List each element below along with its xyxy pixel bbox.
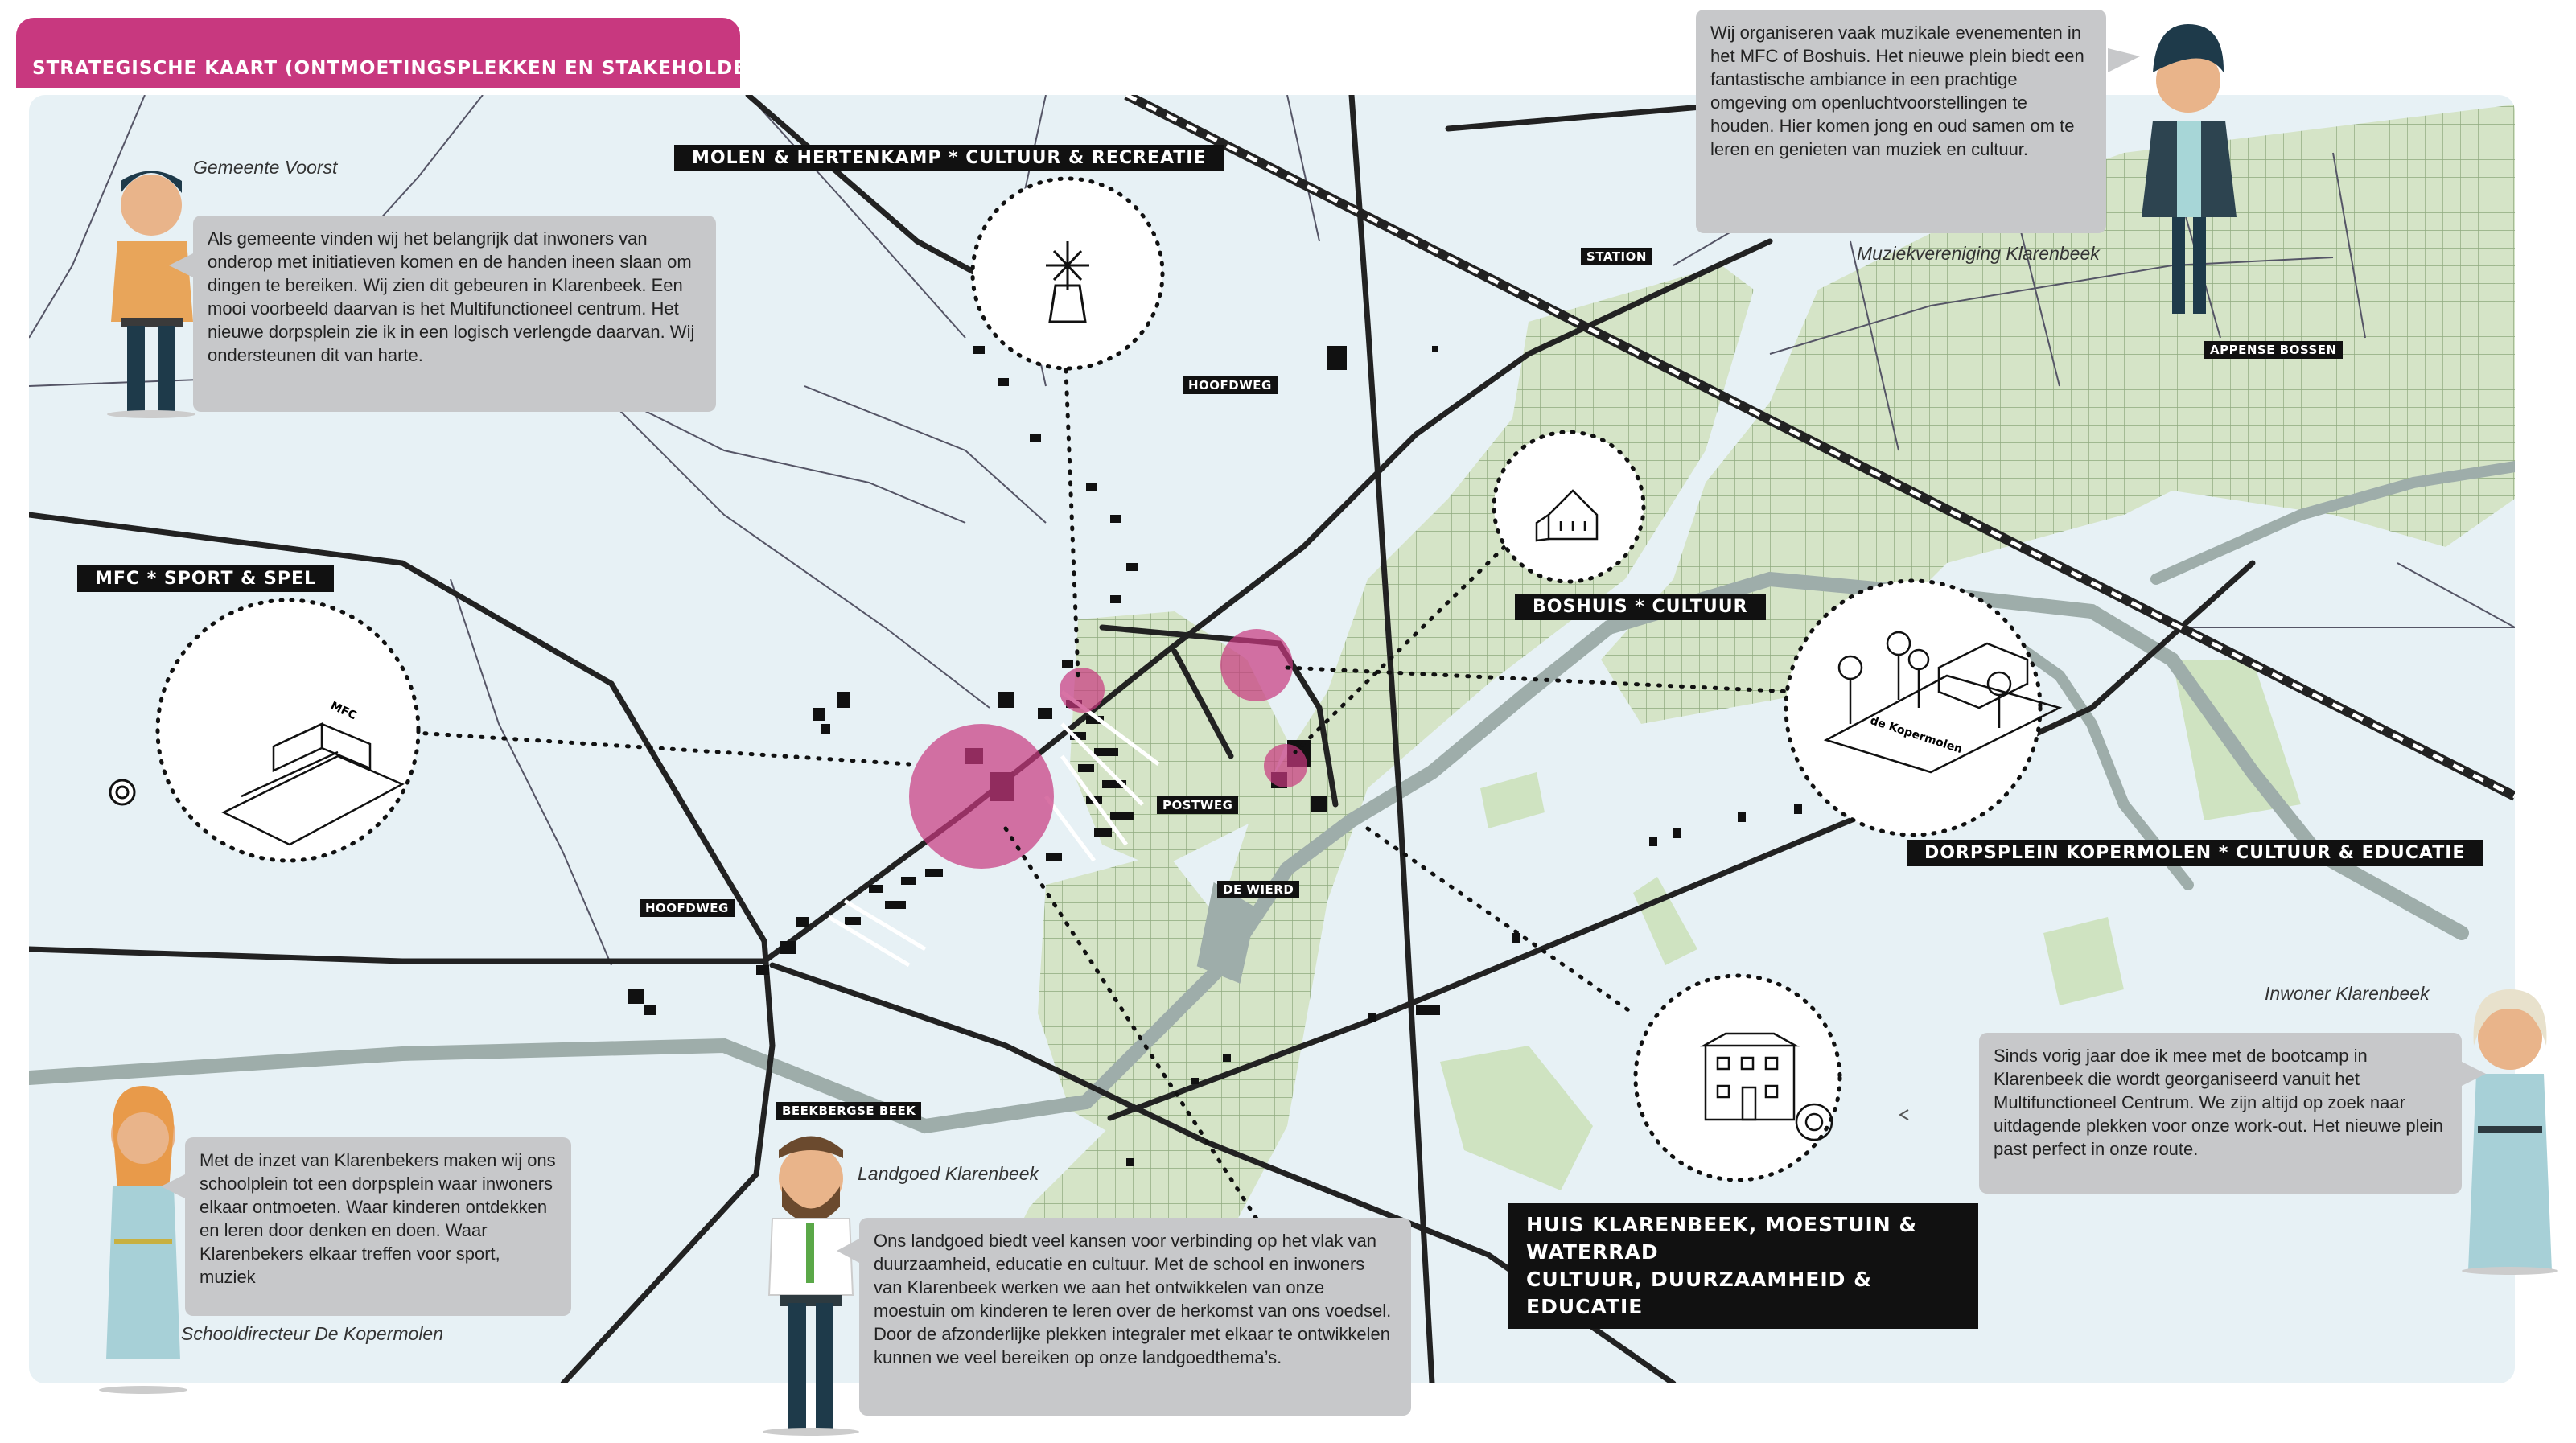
waterwheel-icon — [109, 779, 136, 806]
label-mfc: MFC * SPORT & SPEL — [77, 565, 335, 592]
railway — [1124, 95, 2515, 801]
quote-landgoed: Ons landgoed biedt veel kansen voor verb… — [859, 1218, 1411, 1416]
manor-house-icon — [1700, 1032, 1800, 1121]
street-appense: APPENSE BOSSEN — [2204, 341, 2343, 359]
street-wierd: DE WIERD — [1217, 881, 1300, 898]
quote-muziek: Wij organiseren vaak muzikale evenemente… — [1696, 10, 2106, 233]
person-inwoner — [2462, 989, 2558, 1275]
label-huis-line1: HUIS KLARENBEEK, MOESTUIN & WATERRAD — [1526, 1213, 1918, 1264]
huis-circle — [1633, 973, 1842, 1182]
small-arrow-icon — [1899, 1109, 1909, 1120]
kopermolen-circle — [1784, 578, 2063, 837]
street-hoofdweg-south: HOOFDWEG — [640, 899, 735, 917]
label-molen: MOLEN & HERTENKAMP * CULTUUR & RECREATIE — [674, 145, 1224, 171]
church-icon — [1535, 489, 1599, 542]
label-huis: HUIS KLARENBEEK, MOESTUIN & WATERRAD CUL… — [1508, 1203, 1978, 1329]
caption-inwoner: Inwoner Klarenbeek — [2265, 983, 2430, 1004]
molen-circle — [970, 176, 1165, 371]
street-postweg: POSTWEG — [1157, 796, 1239, 814]
meeting-places — [909, 629, 1307, 869]
quote-school: Met de inzet van Klarenbekers maken wij … — [185, 1137, 571, 1316]
windmill-icon — [1046, 241, 1089, 323]
street-hoofdweg-north: HOOFDWEG — [1183, 376, 1278, 394]
mfc-building-icon — [221, 722, 405, 846]
connectors — [400, 368, 1796, 1383]
caption-school: Schooldirecteur De Kopermolen — [181, 1323, 444, 1344]
school-icon — [1823, 631, 2063, 774]
caption-gemeente: Gemeente Voorst — [193, 157, 338, 178]
label-boshuis: BOSHUIS * CULTUUR — [1515, 594, 1766, 620]
person-muziek — [2142, 24, 2237, 314]
label-dorpsplein: DORPSPLEIN KOPERMOLEN * CULTUUR & EDUCAT… — [1907, 840, 2483, 866]
bubble-tails — [161, 48, 2486, 1263]
title-tab — [16, 18, 740, 88]
street-station: STATION — [1581, 248, 1652, 265]
caption-muziek: Muziekvereniging Klarenbeek — [1857, 243, 2100, 264]
quote-gemeente: Als gemeente vinden wij het belangrijk d… — [193, 216, 716, 412]
mfc-circle — [155, 598, 421, 863]
caption-landgoed: Landgoed Klarenbeek — [858, 1163, 1039, 1184]
person-gemeente — [107, 171, 195, 418]
page-title: STRATEGISCHE KAART (ONTMOETINGSPLEKKEN E… — [32, 58, 785, 79]
waterrad-icon — [1795, 1103, 1833, 1141]
street-beek: BEEKBERGSE BEEK — [776, 1102, 922, 1120]
person-landgoed — [763, 1136, 859, 1436]
label-huis-line2: CULTUUR, DUURZAAMHEID & EDUCATIE — [1526, 1268, 1872, 1318]
person-school — [99, 1086, 187, 1394]
boshuis-circle — [1492, 430, 1646, 584]
quote-inwoner: Sinds vorig jaar doe ik mee met de bootc… — [1979, 1033, 2462, 1194]
village-streets — [827, 690, 1160, 968]
